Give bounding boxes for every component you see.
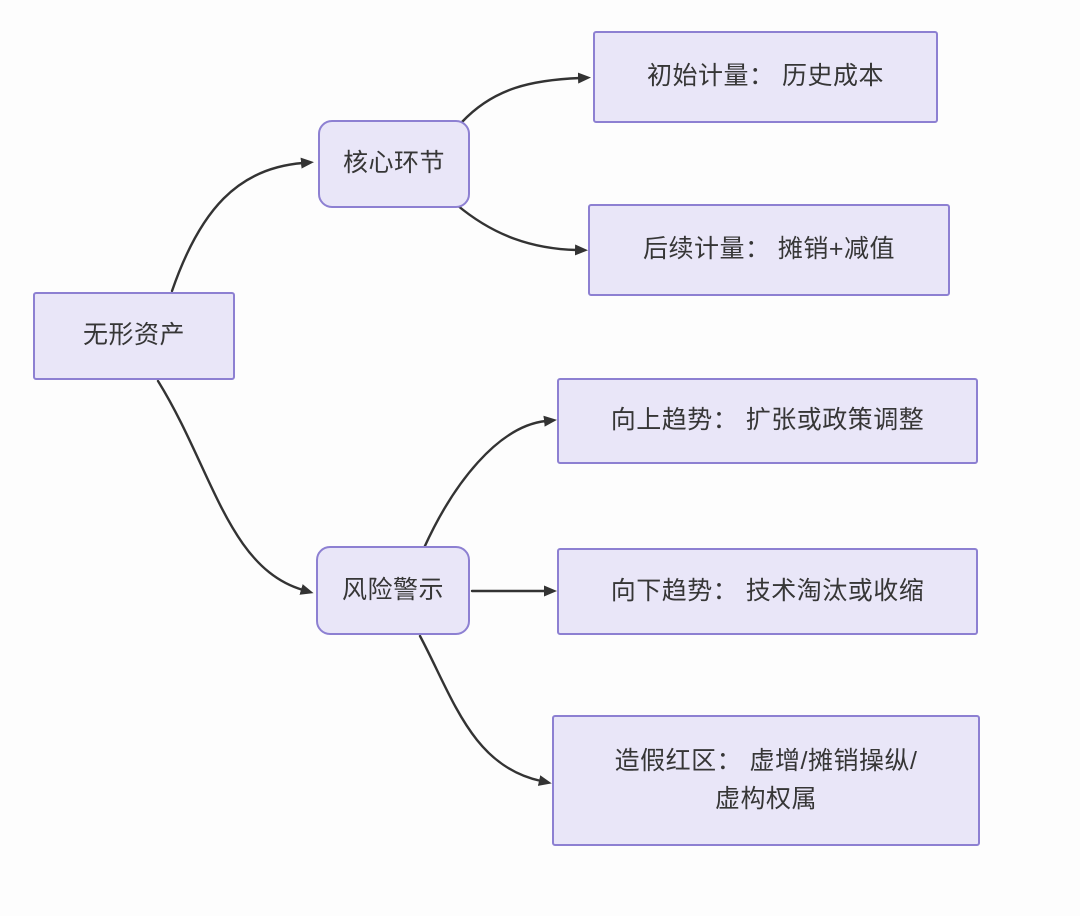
edge-risk-to-fraud [418, 634, 552, 786]
node-label: 后续计量： 摊销+减值 [642, 235, 896, 264]
edge-root-to-core [170, 157, 314, 293]
node-label: 造假红区： 虚增/摊销操纵/ 虚构权属 [615, 743, 918, 818]
node-label: 风险警示 [341, 575, 444, 604]
node-subsequent-measurement[interactable]: 后续计量： 摊销+减值 [588, 204, 950, 296]
edge-core-to-initial [460, 72, 591, 124]
edge-root-to-risk [156, 379, 314, 595]
node-core-links[interactable]: 核心环节 [318, 120, 470, 208]
node-label-line-2: 虚构权属 [714, 784, 817, 813]
node-label: 向上趋势： 扩张或政策调整 [610, 406, 925, 435]
node-label: 核心环节 [342, 149, 445, 178]
node-risk-warning[interactable]: 风险警示 [316, 546, 470, 635]
node-label-line-1: 造假红区： 虚增/摊销操纵/ [614, 747, 918, 775]
node-label: 向下趋势： 技术淘汰或收缩 [610, 576, 925, 605]
node-upward-trend[interactable]: 向上趋势： 扩张或政策调整 [557, 378, 978, 464]
node-fraud-red-zone[interactable]: 造假红区： 虚增/摊销操纵/ 虚构权属 [552, 715, 980, 846]
edge-core-to-subsequent [455, 203, 588, 256]
node-initial-measurement[interactable]: 初始计量： 历史成本 [593, 31, 938, 123]
node-downward-trend[interactable]: 向下趋势： 技术淘汰或收缩 [557, 548, 978, 635]
edge-risk-to-upward [422, 415, 557, 550]
node-label: 无形资产 [82, 321, 185, 350]
node-intangible-assets[interactable]: 无形资产 [33, 292, 235, 380]
node-label: 初始计量： 历史成本 [647, 62, 884, 91]
